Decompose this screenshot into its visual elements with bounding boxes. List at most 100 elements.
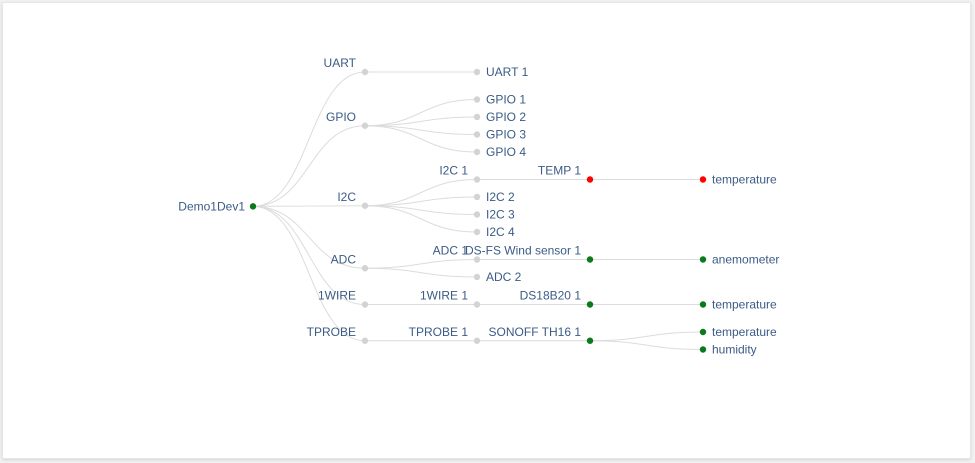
tree-node-ds18b20-1[interactable]: DS18B20 1 xyxy=(520,289,594,308)
node-status-dot xyxy=(361,202,369,209)
tree-link xyxy=(364,125,478,135)
tree-node-adc[interactable]: ADC xyxy=(331,252,369,272)
tree-node-i2c-1[interactable]: I2C 1 xyxy=(439,164,481,183)
tree-node-gpio-3[interactable]: GPIO 3 xyxy=(473,128,527,142)
node-status-dot xyxy=(699,176,707,183)
node-label: GPIO xyxy=(326,110,356,124)
node-label: ADC 1 xyxy=(433,244,469,258)
tree-link xyxy=(364,99,478,127)
node-label: SONOFF TH16 1 xyxy=(489,325,582,339)
node-status-dot xyxy=(249,203,257,210)
tree-link xyxy=(364,179,478,207)
tree-link xyxy=(252,71,366,207)
node-label: TPROBE 1 xyxy=(409,325,469,339)
tree-nodes: UART 1 UART GPIO 1 GPIO 2 GPIO 3 GPIO 4 GPIO te… xyxy=(178,56,779,357)
tree-node-i2c-2[interactable]: I2C 2 xyxy=(473,190,515,204)
node-label: I2C 4 xyxy=(486,225,515,239)
tree-link xyxy=(252,125,366,207)
tree-links xyxy=(252,71,704,350)
node-label: Demo1Dev1 xyxy=(178,199,245,213)
tree-link xyxy=(364,125,478,153)
node-label: I2C 1 xyxy=(439,164,468,178)
node-label: DS-FS Wind sensor 1 xyxy=(465,244,581,258)
node-status-dot xyxy=(586,337,594,344)
node-status-dot xyxy=(361,68,369,76)
tree-node-humidity[interactable]: humidity xyxy=(699,343,757,357)
tree-node-anemometer[interactable]: anemometer xyxy=(699,253,780,267)
tree-node-i2c-3[interactable]: I2C 3 xyxy=(473,208,515,222)
node-label: GPIO 1 xyxy=(486,93,526,107)
node-status-dot xyxy=(699,346,707,353)
node-label: temperature xyxy=(712,173,777,187)
tree-link xyxy=(589,340,704,350)
tree-link xyxy=(364,259,478,269)
tree-node-temperature[interactable]: temperature xyxy=(699,325,777,339)
tree-link xyxy=(252,205,366,207)
tree-node-tprobe[interactable]: TPROBE xyxy=(307,325,369,344)
tree-link xyxy=(364,205,478,233)
tree-node-i2c-4[interactable]: I2C 4 xyxy=(473,225,515,239)
tree-node-temp-1[interactable]: TEMP 1 xyxy=(538,164,594,183)
tree-node-sonoff-th16-1[interactable]: SONOFF TH16 1 xyxy=(489,325,594,344)
tree-link xyxy=(252,205,366,342)
node-label: DS18B20 1 xyxy=(520,289,582,303)
tree-node-temperature[interactable]: temperature xyxy=(699,298,777,312)
tree-node-adc-1[interactable]: ADC 1 xyxy=(433,244,481,263)
node-label: ADC xyxy=(331,252,357,266)
tree-node-adc-2[interactable]: ADC 2 xyxy=(473,270,522,284)
node-label: UART 1 xyxy=(486,65,529,79)
tree-link xyxy=(252,205,366,305)
node-status-dot xyxy=(361,122,369,129)
node-status-dot xyxy=(473,176,481,183)
tree-node-demo1dev1[interactable]: Demo1Dev1 xyxy=(178,199,257,213)
node-status-dot xyxy=(361,337,369,344)
node-label: GPIO 3 xyxy=(486,128,526,142)
tree-node-uart[interactable]: UART xyxy=(324,56,369,76)
node-status-dot xyxy=(586,256,594,263)
tree-node-gpio[interactable]: GPIO xyxy=(326,110,369,129)
tree-node-gpio-2[interactable]: GPIO 2 xyxy=(473,110,527,124)
tree-node-temperature[interactable]: temperature xyxy=(699,173,777,187)
tree-node-ds-fs-wind-sensor-1[interactable]: DS-FS Wind sensor 1 xyxy=(465,244,594,263)
node-status-dot xyxy=(473,148,481,156)
node-status-dot xyxy=(699,328,707,336)
node-label: ADC 2 xyxy=(486,270,522,284)
tree-node-gpio-4[interactable]: GPIO 4 xyxy=(473,145,527,159)
tree-link xyxy=(364,205,478,215)
node-status-dot xyxy=(699,301,707,308)
node-status-dot xyxy=(586,176,594,183)
node-status-dot xyxy=(473,68,481,76)
tree-link xyxy=(364,267,478,278)
node-label: GPIO 4 xyxy=(486,145,526,159)
node-status-dot xyxy=(473,193,481,201)
node-label: I2C xyxy=(337,190,356,204)
node-label: UART xyxy=(324,56,357,70)
node-status-dot xyxy=(361,265,369,272)
tree-node-uart-1[interactable]: UART 1 xyxy=(473,65,529,79)
tree-node-tprobe-1[interactable]: TPROBE 1 xyxy=(409,325,481,344)
node-status-dot xyxy=(473,113,481,121)
node-status-dot xyxy=(699,256,707,263)
tree-node-gpio-1[interactable]: GPIO 1 xyxy=(473,93,527,107)
node-label: TPROBE xyxy=(307,325,356,339)
node-status-dot xyxy=(473,273,481,281)
node-status-dot xyxy=(361,301,369,308)
node-status-dot xyxy=(473,211,481,218)
tree-node-i2c[interactable]: I2C xyxy=(337,190,369,209)
tree-link xyxy=(364,116,478,127)
node-label: GPIO 2 xyxy=(486,110,526,124)
node-label: 1WIRE xyxy=(318,289,356,303)
tree-link xyxy=(589,331,704,342)
node-status-dot xyxy=(473,96,481,103)
node-status-dot xyxy=(473,337,481,344)
node-label: I2C 2 xyxy=(486,190,515,204)
tree-link xyxy=(252,205,366,269)
tree-node-1wire[interactable]: 1WIRE xyxy=(318,289,369,308)
device-tree: UART 1 UART GPIO 1 GPIO 2 GPIO 3 GPIO 4 GPIO te… xyxy=(178,56,779,357)
node-label: temperature xyxy=(712,298,777,312)
node-label: temperature xyxy=(712,325,777,339)
node-status-dot xyxy=(473,256,481,263)
tree-node-1wire-1[interactable]: 1WIRE 1 xyxy=(420,289,481,308)
node-status-dot xyxy=(586,301,594,308)
